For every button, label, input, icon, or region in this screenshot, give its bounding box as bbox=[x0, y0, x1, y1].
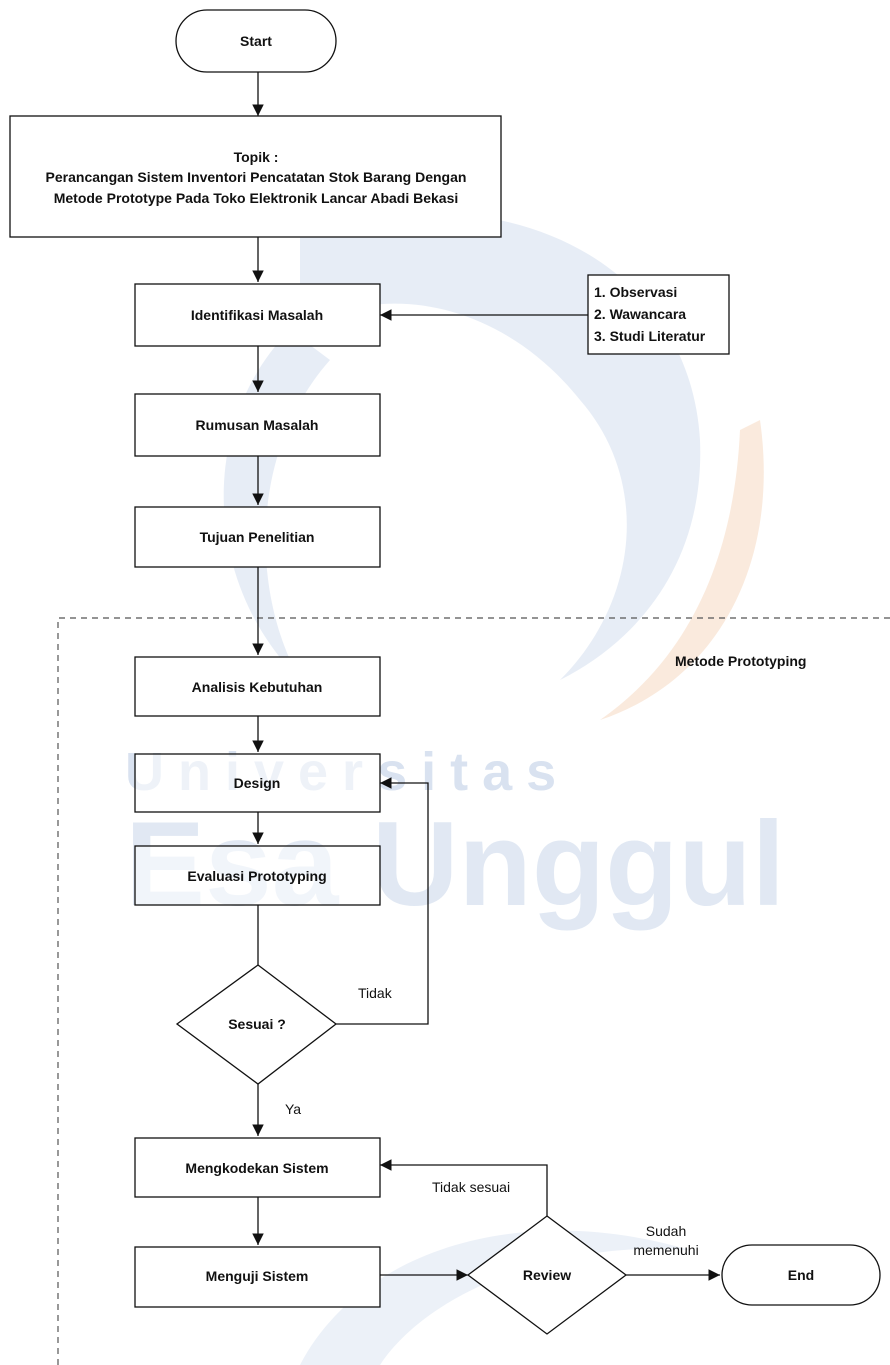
start-terminal: Start bbox=[175, 9, 337, 73]
method-item: 1. Observasi bbox=[594, 284, 677, 300]
review-decision: Review bbox=[466, 1215, 628, 1335]
ya-label: Ya bbox=[285, 1101, 301, 1117]
methods-box: 1. Observasi 2. Wawancara 3. Studi Liter… bbox=[587, 274, 730, 355]
design-box: Design bbox=[134, 753, 381, 813]
mengkodekan-box: Mengkodekan Sistem bbox=[134, 1137, 381, 1198]
topic-line1: Topik : bbox=[234, 149, 279, 165]
end-label: End bbox=[788, 1267, 814, 1283]
method-item: 2. Wawancara bbox=[594, 306, 686, 322]
menguji-box: Menguji Sistem bbox=[134, 1246, 381, 1308]
connectors bbox=[252, 72, 720, 1281]
rumusan-label: Rumusan Masalah bbox=[196, 417, 319, 433]
analisis-label: Analisis Kebutuhan bbox=[192, 679, 323, 695]
prototyping-region-label: Metode Prototyping bbox=[675, 653, 806, 669]
tujuan-box: Tujuan Penelitian bbox=[134, 506, 381, 568]
start-label: Start bbox=[240, 33, 272, 49]
design-label: Design bbox=[234, 775, 281, 791]
topic-line3: Metode Prototype Pada Toko Elektronik La… bbox=[54, 190, 459, 206]
edge-review-tidaksesuai-mengkodekan bbox=[380, 1159, 548, 1216]
edge-sesuai-tidak-design bbox=[336, 777, 429, 1025]
watermark-swoosh-bottom bbox=[300, 1230, 690, 1365]
sudah-label-line1: Sudah bbox=[646, 1223, 686, 1239]
topic-line2: Perancangan Sistem Inventori Pencatatan … bbox=[46, 169, 467, 185]
identifikasi-box: Identifikasi Masalah bbox=[134, 283, 381, 347]
menguji-label: Menguji Sistem bbox=[206, 1268, 309, 1284]
sesuai-label: Sesuai ? bbox=[228, 1016, 286, 1032]
end-terminal: End bbox=[721, 1244, 881, 1306]
analisis-box: Analisis Kebutuhan bbox=[134, 656, 381, 717]
watermark-swoosh-blue-left bbox=[223, 330, 330, 680]
method-item: 3. Studi Literatur bbox=[594, 328, 706, 344]
evaluasi-box: Evaluasi Prototyping bbox=[134, 845, 381, 906]
tujuan-label: Tujuan Penelitian bbox=[200, 529, 315, 545]
rumusan-box: Rumusan Masalah bbox=[134, 393, 381, 457]
prototyping-region-border bbox=[57, 617, 890, 1365]
sudah-label-line2: memenuhi bbox=[633, 1242, 698, 1258]
sesuai-decision: Sesuai ? bbox=[175, 964, 338, 1085]
watermark-swoosh-orange bbox=[600, 420, 764, 720]
review-label: Review bbox=[523, 1267, 571, 1283]
mengkodekan-label: Mengkodekan Sistem bbox=[185, 1160, 328, 1176]
topic-box: Topik : Perancangan Sistem Inventori Pen… bbox=[9, 115, 502, 238]
identifikasi-label: Identifikasi Masalah bbox=[191, 307, 323, 323]
tidak-label: Tidak bbox=[358, 985, 393, 1001]
tidak-sesuai-label: Tidak sesuai bbox=[432, 1179, 510, 1195]
evaluasi-label: Evaluasi Prototyping bbox=[187, 868, 326, 884]
